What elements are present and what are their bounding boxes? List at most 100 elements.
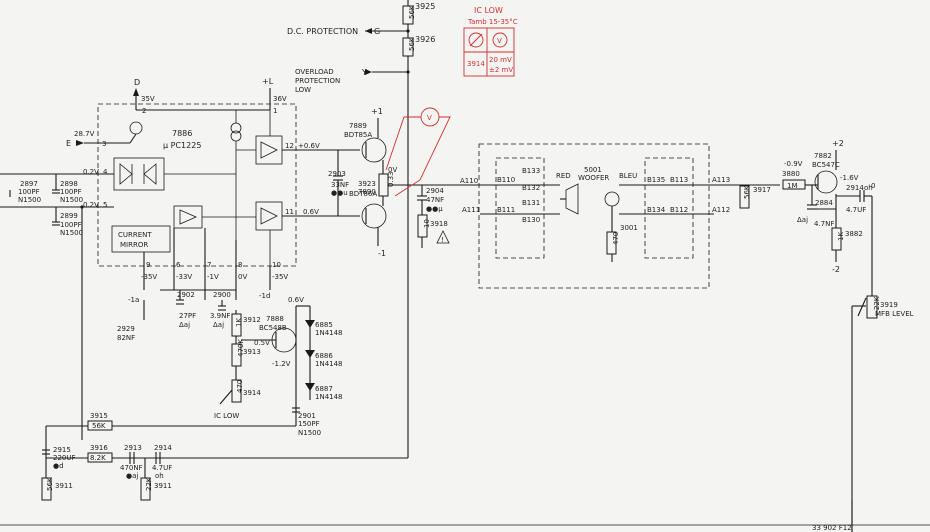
resistor-3912-value: 1K [235,318,243,327]
cap-2903-extra: ●●u [331,189,348,197]
diode-6886-ref: 6886 [315,352,333,360]
transistor-7889-type: BDT85A [344,131,372,139]
woofer-label: WOOFER [578,174,609,182]
conn-a110: A110 [460,177,478,185]
cap-2898-value: 100PF [60,188,82,196]
pin-minus-la: -1a [128,296,139,304]
cap-2898-ref: 2898 [60,180,78,188]
pin-11: 11 [285,208,294,216]
input-caps: 2897 100PF N1500 2898 100PF N1500 2899 1… [0,173,114,440]
v-0: 0V [238,273,247,281]
ic-low-bottom-label: IC LOW [214,412,239,420]
v-28-7: 28.7V [74,130,95,138]
resistor-3919-value: 22K [873,296,881,310]
resistor-3912-ref: 3912 [243,316,261,324]
diode-6887-ref: 6887 [315,385,333,393]
resistor-3926-value: 56K [408,37,416,51]
transistor-7888-type: BC548B [259,324,287,332]
cap-2884-value: 4.7NF [814,220,834,228]
cap-2903-ref: 2903 [328,170,346,178]
resistor-3915 [87,420,113,431]
cap-2929-ref: 2929 [117,325,135,333]
resistor-3880-ref: 3917 [753,186,771,194]
cap-2901-value: 150PF [298,420,320,428]
cap-2915-ref: 2915 [53,446,71,454]
bleu-wire-label: BLEU [619,172,637,180]
resistor-3926-ref: 3926 [415,35,435,44]
cap-2915-value: 220UF [53,454,76,462]
resistor-3911-value: 56K [46,477,54,491]
resistor-3914 [231,379,242,403]
pin-1: 1 [273,107,277,115]
resistor-3918-value: 10 [423,219,431,228]
cap-2914-extra: oh [155,472,164,480]
overload-label: OVERLOAD [295,68,334,76]
cap-2902-extra: Δaj [179,321,190,329]
ic-low-v2: ±2 mV [489,66,513,74]
v-neg1-6: -1.6V [840,174,859,182]
v-0c: 0 [871,182,875,190]
conn-b133: B133 [522,167,540,175]
transistor-7890 [361,203,387,229]
conn-b135: B135 [647,176,665,184]
conn-a112: A112 [712,206,730,214]
resistor-3917-ref: 3911 [154,482,172,490]
v-0-2a: 0.2V [83,168,99,176]
cap-2915-extra: ●d [53,462,64,470]
cap-2914-ref: 2914 [154,444,172,452]
resistor-3912 [231,313,242,337]
resistor-3916-value: 8.2K [90,454,106,462]
overload-pin: Y [361,68,367,77]
diode-6885-ref: 6885 [315,321,333,329]
cap-2913-ref: 2913 [124,444,142,452]
transistor-7882 [814,170,838,194]
transistor-7890-type: BDT86A [349,190,377,198]
pin-5: 5 [103,201,107,209]
cap-2913-extra: ●aj [126,472,138,480]
red-wire-label: RED [556,172,571,180]
cap-2898-extra: N1500 [60,196,83,204]
resistor-3923-ref: 3923 [358,180,376,188]
resistor-3001-ref: 3001 [620,224,638,232]
cap-2903-value: 33NF [331,181,349,189]
v-neg35b: -35V [272,273,288,281]
transistor-7889 [361,137,387,163]
cap-2900-ref: 2900 [213,291,231,299]
cap-2884-ref: 2884 [815,199,833,207]
pin-plus1: +1 [371,107,383,116]
dc-protection-pin: G [374,27,380,36]
v-0-6c: 0.6V [288,296,304,304]
resistor-3914-ref: 3914 [243,389,261,397]
pin-plus2: +2 [832,139,844,148]
resistor-3913-value: 470K [237,339,245,357]
cap-2902-value: 27PF [179,312,196,320]
resistor-3911 [41,477,52,501]
resistor-3001 [606,231,617,255]
pin-d-label: D [134,78,140,87]
diode-6887-type: 1N4148 [315,393,343,401]
resistor-3917-value: 22K [145,477,153,491]
v-0-2b: 0.2V [83,201,99,209]
v-0-5: 0.5V [254,339,270,347]
resistor-3880-value: 56K [743,185,751,199]
v-36: 36V [273,95,287,103]
resistor-3882-ref: 3880 [782,170,800,178]
trimmer-icon [468,32,484,48]
pin-minus1: -1 [378,249,386,258]
conn-b131: B131 [522,199,540,207]
v-0b: 0V [388,166,397,174]
footer-code: 33 902 F12 [812,524,852,532]
ic-low-v1: 20 mV [489,56,512,64]
conn-b130: B130 [522,216,540,224]
cap-2913-value: 470NF [120,464,143,472]
current-mirror-label-2: MIRROR [120,241,148,249]
protection-label: PROTECTION [295,77,340,85]
source-icon [604,191,620,207]
cap-2900-value: 3.9NF [210,312,230,320]
transistor-7882-ref: 7882 [814,152,832,160]
protection-section: 56K 3925 D.C. PROTECTION G 56K 3926 Y OV… [287,0,435,450]
resistor-3001-value: 470 [612,232,620,245]
svg-text:V: V [497,37,502,45]
ic-low-temp: Tamb 15-35°C [467,18,518,26]
cap-2912-ref: 2914 [846,184,864,192]
